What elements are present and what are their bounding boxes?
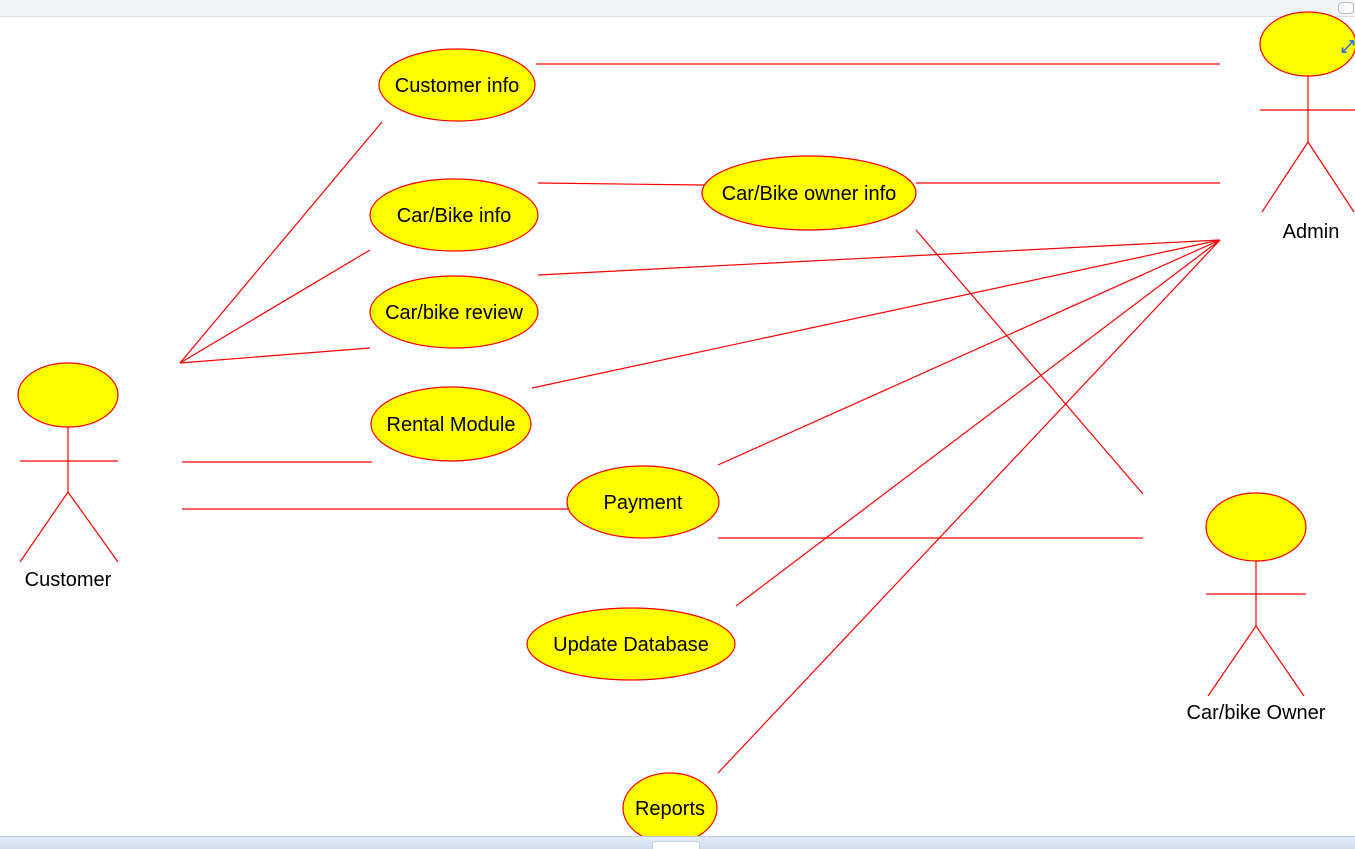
use-case-car-bike-review[interactable]: Car/bike review xyxy=(369,275,539,349)
use-case-label: Rental Module xyxy=(387,414,516,436)
actor-head xyxy=(1205,492,1307,562)
use-case-ellipse xyxy=(526,607,736,681)
association-admin-car_bike_review xyxy=(537,239,1221,276)
actor-label: Car/bike Owner xyxy=(1187,702,1326,724)
use-case-label: Car/Bike info xyxy=(397,205,512,227)
actor-label: Customer xyxy=(25,569,112,591)
association-admin-rental_module xyxy=(531,239,1221,389)
bottom-tab-handle[interactable] xyxy=(652,841,700,849)
use-case-label: Reports xyxy=(635,798,705,820)
associations xyxy=(179,63,1221,774)
actor-owner[interactable]: Car/bike Owner xyxy=(1187,492,1326,724)
use-case-reports[interactable]: Reports xyxy=(622,772,718,844)
use-case-label: Customer info xyxy=(395,75,520,97)
use-case-update-database[interactable]: Update Database xyxy=(526,607,736,681)
association-car_bike_info-car_bike_owner_info xyxy=(537,182,705,186)
actor-left-leg xyxy=(1207,625,1257,697)
use-case-rental-module[interactable]: Rental Module xyxy=(370,386,532,462)
actor-customer[interactable]: Customer xyxy=(17,362,119,591)
use-case-payment[interactable]: Payment xyxy=(566,465,720,539)
use-case-label: Payment xyxy=(604,492,683,514)
actor-right-leg xyxy=(1255,625,1305,697)
use-case-ellipse xyxy=(378,48,536,122)
association-customer-car_bike_review xyxy=(179,347,371,364)
use-case-car-bike-info[interactable]: Car/Bike info xyxy=(369,178,539,252)
window-control-button[interactable] xyxy=(1338,2,1354,14)
association-customer-customer_info xyxy=(179,121,383,364)
use-case-ellipse xyxy=(566,465,720,539)
use-case-ellipse xyxy=(701,155,917,231)
use-case-car-bike-owner-info[interactable]: Car/Bike owner info xyxy=(701,155,917,231)
actor-left-leg xyxy=(1261,141,1309,213)
expand-icon[interactable]: ⤢ xyxy=(1341,37,1355,57)
actor-right-leg xyxy=(1307,141,1355,213)
association-admin-update_database xyxy=(735,239,1221,607)
use-case-ellipse xyxy=(369,178,539,252)
use-case-label: Car/Bike owner info xyxy=(722,183,897,205)
use-case-label: Update Database xyxy=(553,634,709,656)
association-owner-car_bike_owner_info xyxy=(915,229,1144,495)
actor-label: Admin xyxy=(1283,221,1340,243)
actor-head xyxy=(17,362,119,428)
actor-left-leg xyxy=(19,491,69,563)
use-case-label: Car/bike review xyxy=(385,302,523,324)
use-case-ellipse xyxy=(369,275,539,349)
association-customer-car_bike_info xyxy=(179,249,371,364)
use-case-customer-info[interactable]: Customer info xyxy=(378,48,536,122)
actor-right-leg xyxy=(67,491,119,563)
browser-top-bar xyxy=(0,0,1355,17)
association-admin-reports xyxy=(717,239,1221,774)
association-admin-payment xyxy=(717,239,1221,466)
actor-admin[interactable]: Admin xyxy=(1259,11,1355,243)
use-case-ellipse xyxy=(370,386,532,462)
